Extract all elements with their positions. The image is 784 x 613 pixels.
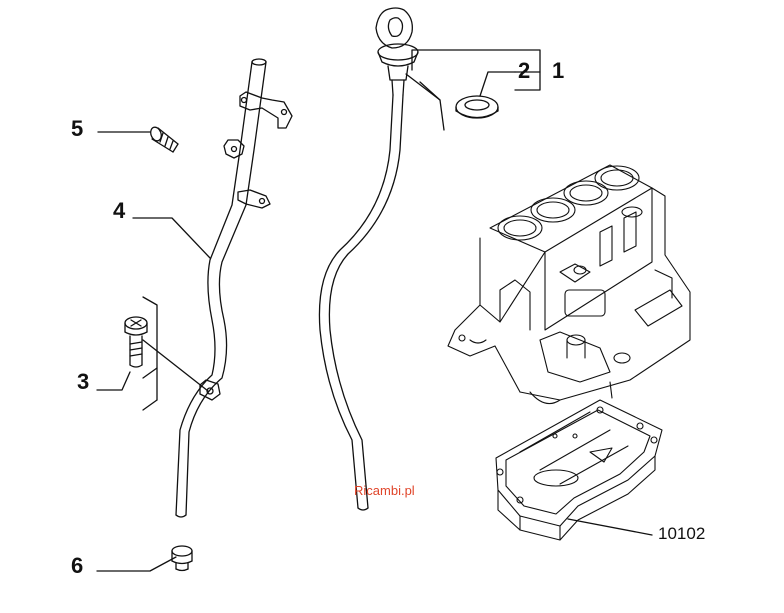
watermark-text: Ricambi.pl — [354, 483, 415, 498]
callout-part-3: 3 — [77, 369, 90, 394]
callout-part-5: 5 — [71, 116, 84, 141]
guide-tube-part-4 — [142, 58, 293, 518]
bolt-part-5 — [150, 126, 179, 153]
o-ring-part-2 — [455, 95, 499, 119]
oil-pan — [495, 399, 663, 541]
callout-part-6: 6 — [71, 553, 84, 578]
reference-number: 10102 — [658, 524, 706, 543]
dipstick-part-1 — [318, 7, 419, 511]
plug-part-6 — [171, 545, 193, 572]
leader-lines — [96, 49, 653, 572]
screw-part-3 — [124, 316, 148, 368]
engine-block — [447, 164, 691, 405]
callout-part-2: 2 — [518, 58, 531, 83]
callout-part-1: 1 — [552, 58, 565, 83]
callout-part-4: 4 — [113, 198, 126, 223]
